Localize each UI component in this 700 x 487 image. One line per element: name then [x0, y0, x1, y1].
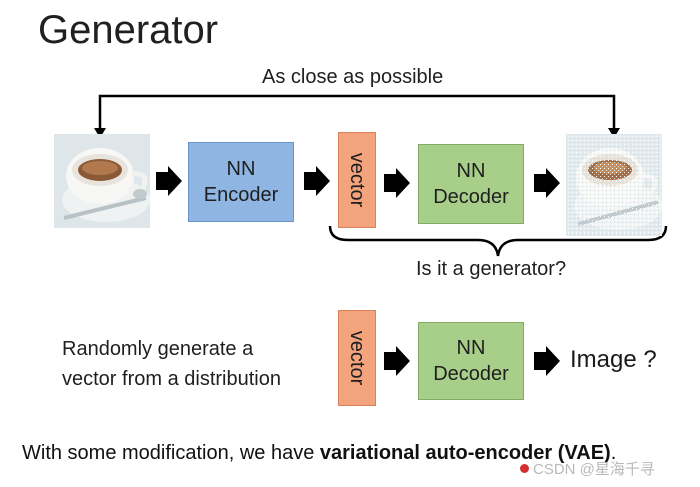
top-label: As close as possible	[262, 66, 444, 88]
vector-box: vector	[338, 132, 376, 228]
arrow-icon	[384, 346, 410, 376]
arrow-icon	[384, 168, 410, 198]
arrow-icon	[534, 346, 560, 376]
watermark-logo-icon	[520, 464, 529, 473]
random-text-line2: vector from a distribution	[62, 368, 281, 390]
footer-bold: variational auto-encoder (VAE)	[319, 442, 611, 464]
watermark-text: CSDN @星海千寻	[533, 461, 655, 478]
brace-shape	[328, 225, 668, 257]
footer-plain: With some modification, we have	[22, 442, 320, 464]
nn-encoder-box: NN Encoder	[188, 142, 294, 222]
nn-decoder-box: NN Decoder	[418, 144, 524, 224]
footer-end: .	[610, 442, 617, 464]
brace-label: Is it a generator?	[416, 258, 567, 280]
vector-label-2: vector	[346, 330, 368, 386]
footer-text: With some modification, we have variatio…	[22, 442, 616, 465]
decoder2-label-line1: NN	[456, 337, 486, 359]
input-image	[54, 134, 150, 228]
decoder-label-line1: NN	[456, 160, 486, 182]
encoder-label-line1: NN	[226, 158, 256, 180]
decoder-label-line2: Decoder	[433, 186, 509, 208]
nn-decoder-box-2: NN Decoder	[418, 322, 524, 400]
arrow-icon	[534, 168, 560, 198]
random-text-line1: Randomly generate a	[62, 338, 254, 360]
decoder2-label-line2: Decoder	[433, 363, 509, 385]
vector-label: vector	[346, 152, 368, 208]
vector-box-2: vector	[338, 310, 376, 406]
arrow-icon	[156, 166, 182, 196]
image-output-label: Image ?	[570, 346, 657, 373]
random-vector-text: Randomly generate a vector from a distri…	[62, 334, 281, 394]
arrow-icon	[304, 166, 330, 196]
output-image	[566, 134, 662, 236]
encoder-label-line2: Encoder	[203, 184, 279, 206]
page-title: Generator	[38, 8, 219, 52]
watermark: CSDN @星海千寻	[520, 458, 655, 479]
